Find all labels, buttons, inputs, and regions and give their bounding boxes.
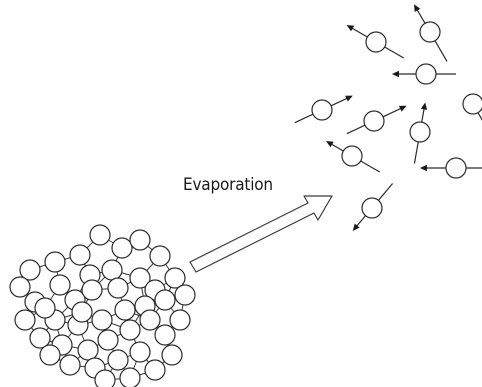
liquid-molecule [49, 274, 71, 296]
vapor-molecule [462, 93, 482, 115]
liquid-molecule [9, 276, 31, 298]
liquid-molecule [71, 301, 93, 323]
arrowhead [326, 141, 334, 148]
liquid-molecule [107, 277, 129, 299]
liquid-molecule [169, 309, 191, 331]
gas-molecule [392, 63, 456, 85]
liquid-molecule [154, 289, 176, 311]
liquid-molecule [39, 344, 61, 366]
liquid-molecule [107, 349, 129, 371]
liquid-molecule [91, 309, 113, 331]
velocity-tail [377, 183, 394, 201]
liquid-molecule [89, 224, 111, 246]
liquid-molecule [34, 297, 56, 319]
gas-molecule [462, 93, 482, 121]
evaporation-label: Evaporation [183, 175, 273, 195]
arrowhead [420, 164, 427, 172]
velocity-tail [477, 112, 482, 121]
arrowhead [345, 95, 353, 102]
gas-molecule [294, 95, 353, 124]
liquid-molecule [101, 259, 123, 281]
liquid-molecule [174, 284, 196, 306]
gas-molecules [294, 4, 482, 231]
liquid-molecule [69, 244, 91, 266]
vapor-molecule [415, 63, 437, 85]
liquid-molecule [129, 267, 151, 289]
liquid-molecule [139, 309, 161, 331]
velocity-tail [384, 46, 405, 59]
liquid-molecule [129, 229, 151, 251]
vapor-molecule [361, 197, 383, 219]
liquid-molecule [119, 367, 141, 387]
velocity-tail [434, 40, 448, 62]
liquid-molecule [154, 324, 176, 346]
velocity-tail [346, 124, 366, 135]
vapor-molecule [445, 157, 467, 179]
velocity-vector [382, 106, 404, 118]
arrowhead [392, 70, 399, 78]
liquid-molecule [161, 344, 183, 366]
vapor-molecule [341, 145, 363, 167]
velocity-tail [294, 113, 314, 124]
liquid-molecule-cluster [9, 224, 196, 387]
liquid-molecule [19, 259, 41, 281]
liquid-molecule [14, 309, 36, 331]
evaporation-arrow [189, 195, 333, 273]
arrowhead [398, 105, 407, 112]
arrowhead [346, 25, 355, 32]
liquid-molecule [119, 319, 141, 341]
liquid-molecule [59, 354, 81, 376]
liquid-molecule [97, 329, 119, 351]
liquid-molecule [164, 267, 186, 289]
liquid-molecule [111, 237, 133, 259]
vapor-molecule [365, 31, 387, 53]
liquid-molecule [29, 327, 51, 349]
velocity-tail [413, 141, 419, 164]
liquid-molecule [94, 369, 116, 387]
velocity-vector [349, 26, 368, 38]
gas-molecule [352, 183, 394, 231]
arrowhead [420, 102, 428, 110]
velocity-tail [360, 160, 381, 173]
liquid-molecule [44, 251, 66, 273]
liquid-molecule [144, 359, 166, 381]
liquid-molecule [149, 245, 171, 267]
gas-molecule [326, 141, 381, 173]
gas-molecule [414, 4, 448, 62]
gas-molecule [409, 102, 431, 164]
vapor-molecule [363, 110, 385, 132]
vapor-molecule [419, 21, 441, 43]
gas-molecule [346, 105, 407, 135]
vapor-molecule [311, 99, 333, 121]
velocity-vector [330, 96, 350, 107]
gas-molecule [420, 157, 482, 179]
gas-molecule [346, 25, 405, 59]
arrowhead [414, 4, 421, 12]
liquid-molecule [77, 339, 99, 361]
vapor-molecule [409, 121, 431, 143]
velocity-vector [415, 7, 426, 24]
liquid-molecule [81, 279, 103, 301]
arrowhead [352, 223, 360, 231]
liquid-molecule [114, 299, 136, 321]
liquid-molecule [129, 341, 151, 363]
